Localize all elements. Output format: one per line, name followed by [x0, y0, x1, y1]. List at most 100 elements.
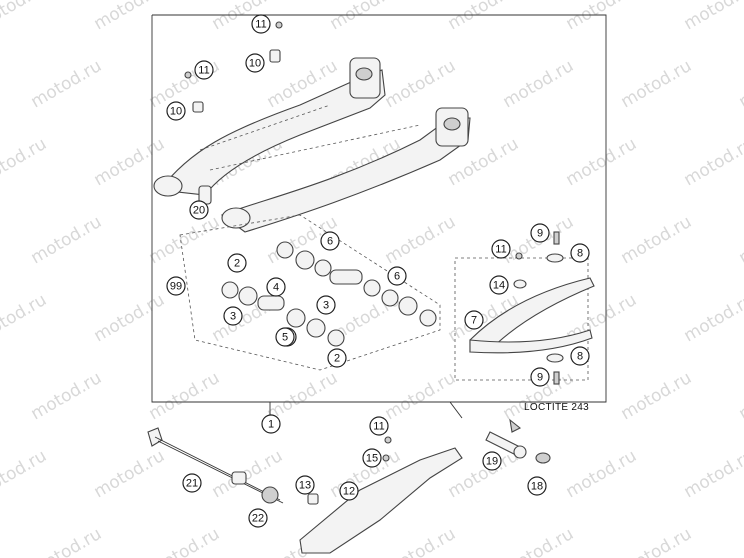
chain-slider — [454, 231, 595, 385]
callout-number: 4 — [273, 282, 279, 294]
callout-number: 20 — [193, 205, 205, 217]
callout-3: 3 — [223, 306, 243, 326]
watermark-text: motod.ru — [382, 368, 460, 424]
watermark-text: motod.ru — [382, 56, 460, 112]
watermark-text: motod.ru — [681, 446, 744, 502]
watermark-text: motod.ru — [0, 0, 50, 34]
watermark-text: motod.ru — [0, 290, 50, 346]
watermark-text: motod.ru — [91, 290, 169, 346]
callout-number: 2 — [234, 258, 240, 270]
callout-10: 10 — [245, 53, 265, 73]
callout-13: 13 — [295, 475, 315, 495]
callout-number: 15 — [366, 453, 378, 465]
callout-layer: 1111101020992266433359118147891111519211… — [166, 14, 590, 528]
watermark-text: motod.ru — [563, 0, 641, 34]
watermark-text: motod.ru — [209, 0, 287, 34]
callout-3: 3 — [316, 295, 336, 315]
callout-number: 11 — [198, 65, 209, 77]
swingarm — [153, 57, 471, 233]
callout-number: 2 — [334, 353, 340, 365]
watermark-text: motod.ru — [146, 524, 224, 558]
callout-number: 3 — [230, 311, 236, 323]
callout-99: 99 — [166, 276, 186, 296]
callout-9: 9 — [530, 223, 550, 243]
lower-parts — [147, 418, 551, 554]
watermark-text: motod.ru — [736, 56, 744, 112]
watermark-text: motod.ru — [28, 212, 106, 268]
callout-2: 2 — [227, 253, 247, 273]
callout-8: 8 — [570, 346, 590, 366]
callout-number: 8 — [577, 351, 583, 363]
watermark-text: motod.ru — [681, 134, 744, 190]
callout-number: 19 — [486, 456, 498, 468]
loctite-note: LOCTITE 243 — [524, 402, 589, 413]
watermark-text: motod.ru — [618, 56, 696, 112]
watermark-text: motod.ru — [681, 0, 744, 34]
callout-6: 6 — [387, 266, 407, 286]
small-fasteners — [184, 21, 283, 205]
callout-number: 9 — [537, 372, 543, 384]
callout-number: 11 — [495, 244, 506, 256]
callout-number: 1 — [268, 419, 274, 431]
watermark-text: motod.ru — [91, 0, 169, 34]
watermark-text: motod.ru — [28, 368, 106, 424]
watermark-text: motod.ru — [382, 212, 460, 268]
callout-1: 1 — [261, 414, 281, 434]
callout-number: 6 — [394, 271, 400, 283]
callout-number: 12 — [343, 486, 355, 498]
callout-20: 20 — [189, 200, 209, 220]
watermark-text: motod.ru — [500, 56, 578, 112]
watermark-text: motod.ru — [0, 446, 50, 502]
bearing-group-outline — [179, 214, 441, 371]
watermark-text: motod.ru — [146, 212, 224, 268]
callout-number: 9 — [537, 228, 543, 240]
watermark-text: motod.ru — [736, 212, 744, 268]
callout-number: 7 — [471, 315, 477, 327]
callout-number: 6 — [327, 236, 333, 248]
callout-4: 4 — [266, 277, 286, 297]
watermark-text: motod.ru — [736, 368, 744, 424]
callout-number: 3 — [323, 300, 329, 312]
callout-11: 11 — [194, 60, 214, 80]
watermark-text: motod.ru — [0, 134, 50, 190]
callout-12: 12 — [339, 481, 359, 501]
watermark-text: motod.ru — [618, 368, 696, 424]
callout-number: 13 — [299, 480, 311, 492]
callout-number: 11 — [373, 421, 384, 433]
callout-5: 5 — [275, 327, 295, 347]
callout-number: 10 — [170, 106, 182, 118]
watermark-text: motod.ru — [736, 524, 744, 558]
callout-21: 21 — [182, 473, 202, 493]
callout-14: 14 — [489, 275, 509, 295]
callout-number: 11 — [255, 19, 266, 31]
watermark-text: motod.ru — [618, 212, 696, 268]
callout-number: 8 — [577, 248, 583, 260]
watermark-text: motod.ru — [28, 524, 106, 558]
callout-10: 10 — [166, 101, 186, 121]
callout-number: 22 — [252, 513, 264, 525]
watermark-text: motod.ru — [563, 446, 641, 502]
watermark-text: motod.ru — [563, 134, 641, 190]
watermark-text: motod.ru — [618, 524, 696, 558]
watermark-text: motod.ru — [681, 290, 744, 346]
callout-19: 19 — [482, 451, 502, 471]
callout-11: 11 — [251, 14, 271, 34]
callout-6: 6 — [320, 231, 340, 251]
callout-11: 11 — [491, 239, 511, 259]
callout-number: 18 — [531, 481, 543, 493]
callout-22: 22 — [248, 508, 268, 528]
watermark-text: motod.ru — [146, 368, 224, 424]
callout-18: 18 — [527, 476, 547, 496]
callout-15: 15 — [362, 448, 382, 468]
callout-9: 9 — [530, 367, 550, 387]
callout-number: 21 — [186, 478, 198, 490]
bearing-parts — [221, 241, 437, 347]
watermark-text: motod.ru — [445, 0, 523, 34]
watermark-text: motod.ru — [500, 524, 578, 558]
watermark-text: motod.ru — [327, 0, 405, 34]
assembly-frame — [151, 14, 607, 403]
callout-number: 10 — [249, 58, 261, 70]
callout-2: 2 — [327, 348, 347, 368]
callout-8: 8 — [570, 243, 590, 263]
